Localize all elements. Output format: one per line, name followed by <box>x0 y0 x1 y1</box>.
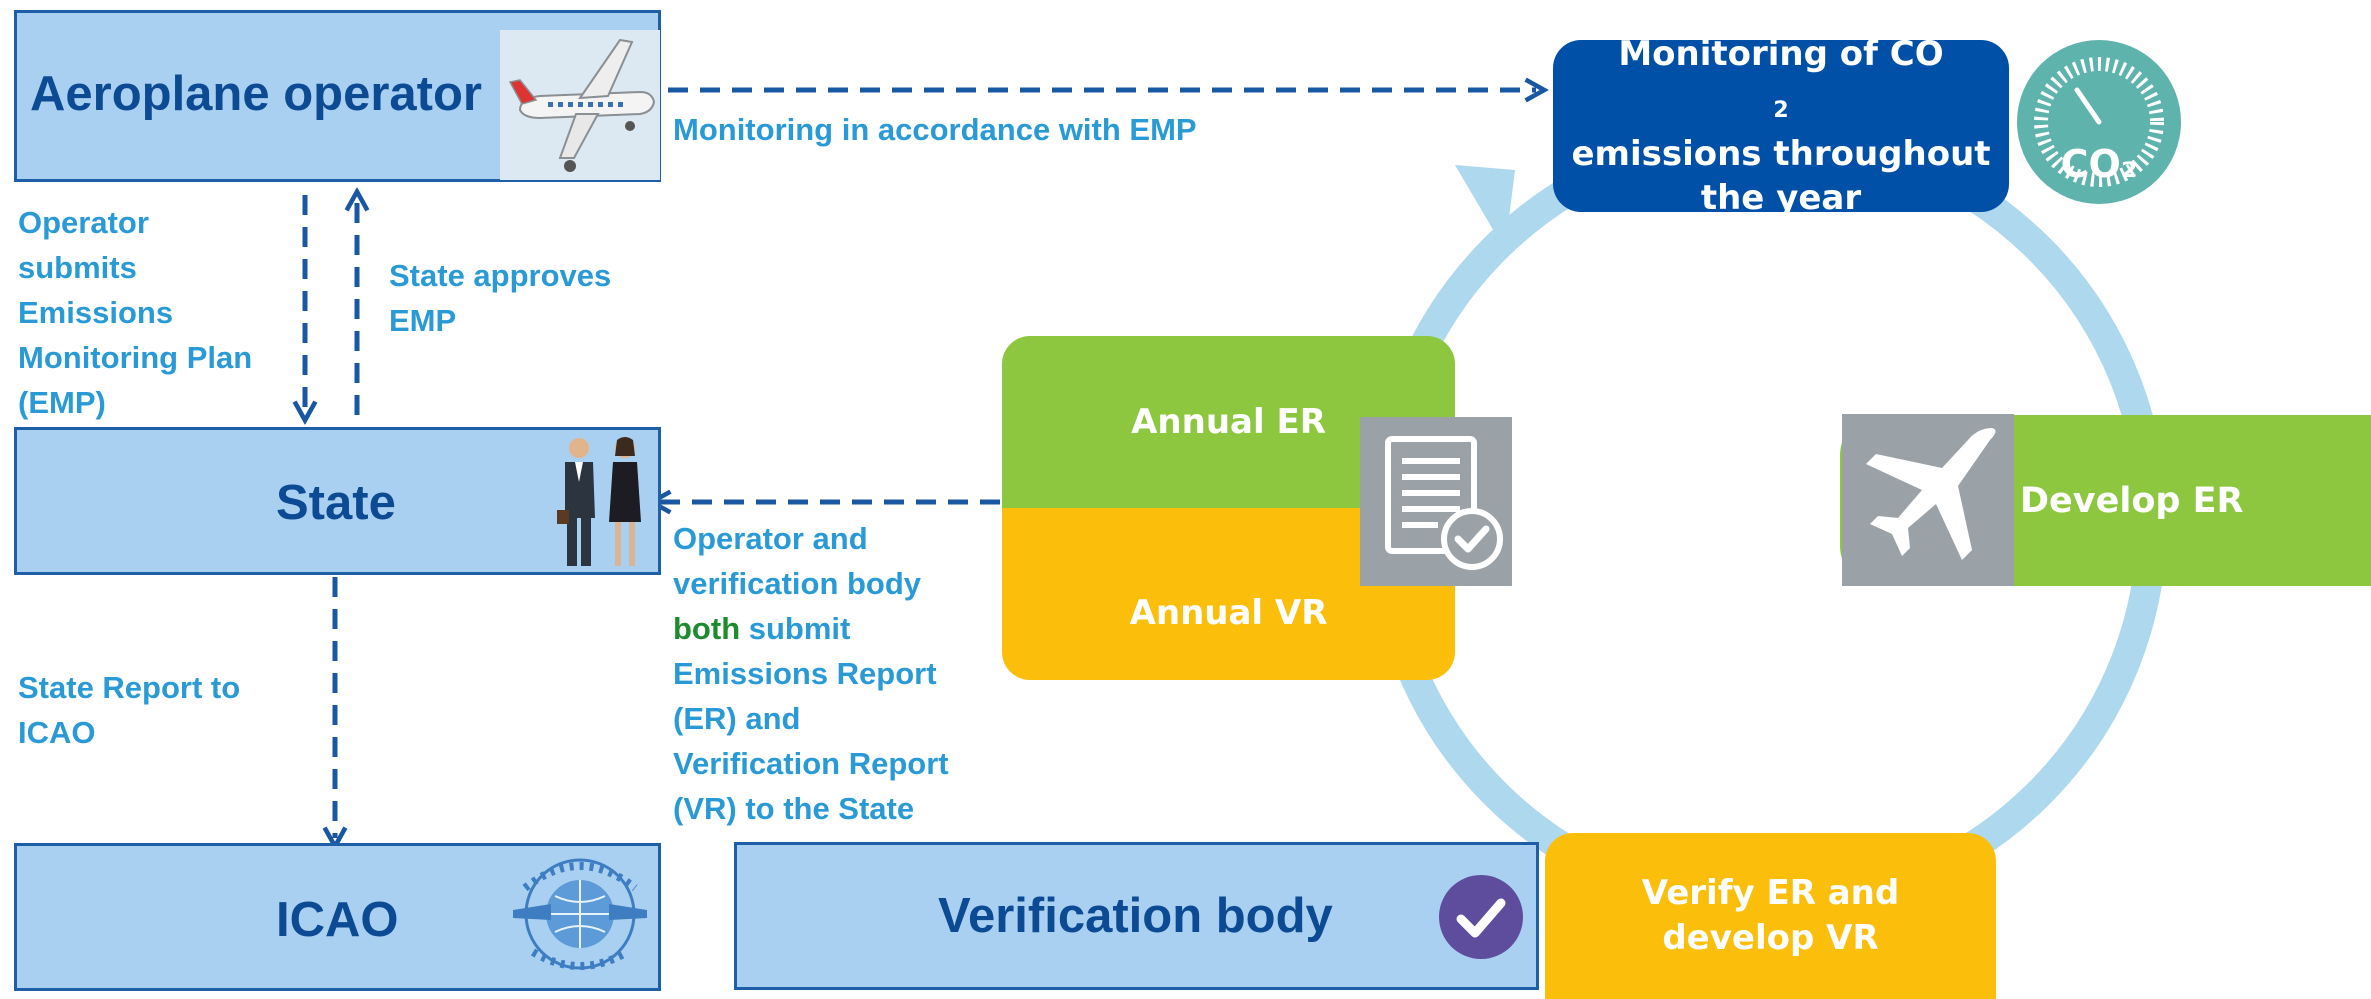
note-line: verification body <box>673 566 922 601</box>
note-line: Operator <box>18 205 149 240</box>
note-monitoring-emp: Monitoring in accordance with EMP <box>673 112 1197 147</box>
note-line: (VR) to the State <box>673 791 915 826</box>
note-state-approves: State approves EMP <box>389 253 611 343</box>
check-circle-icon <box>1437 873 1525 961</box>
monitoring-line2: emissions throughout <box>1571 134 1991 175</box>
note-line: EMP <box>389 303 457 338</box>
aeroplane-operator-title: Aeroplane operator <box>30 67 482 121</box>
co2-gauge-icon: CO₂ <box>2015 38 2183 206</box>
note-line: State Report to <box>18 670 241 705</box>
note-line: Verification Report <box>673 746 949 781</box>
note-operator-submits: Operator submits Emissions Monitoring Pl… <box>18 200 252 425</box>
verify-line2: develop VR <box>1662 918 1879 958</box>
airplane-icon <box>500 30 660 180</box>
note-state-report: State Report to ICAO <box>18 665 240 755</box>
icao-title: ICAO <box>276 893 399 947</box>
monitoring-line3: the year <box>1700 178 1862 219</box>
monitoring-line1-text: Monitoring of CO <box>1618 33 1944 74</box>
report-document-icon <box>1360 417 1512 586</box>
note-line-rest: submit <box>740 611 851 646</box>
verification-body-title: Verification body <box>938 889 1333 943</box>
develop-er-label: Develop ER <box>2020 480 2244 521</box>
monitoring-box: Monitoring of CO 2 emissions throughout t… <box>1553 34 2009 218</box>
note-line: Emissions <box>18 295 174 330</box>
note-line: (EMP) <box>18 385 106 420</box>
note-line: (ER) and <box>673 701 801 736</box>
annual-vr-label: Annual VR <box>1129 592 1328 633</box>
co2-gauge-label: CO₂ <box>2060 142 2138 186</box>
annual-er-label: Annual ER <box>1131 402 1326 442</box>
note-line: Operator and <box>673 521 868 556</box>
both-highlight: both <box>673 611 741 646</box>
state-box <box>14 427 661 575</box>
note-line: Monitoring Plan <box>18 340 253 375</box>
verification-body-box <box>734 842 1539 990</box>
co2-subscript: 2 <box>1773 97 1789 123</box>
state-title: State <box>276 476 396 530</box>
monitoring-line1: Monitoring of CO 2 <box>1571 32 1990 133</box>
note-line: State approves <box>389 258 612 293</box>
business-people-icon <box>545 432 657 572</box>
cycle-arrowhead <box>1455 165 1515 250</box>
icao-emblem-icon <box>505 848 655 988</box>
note-line: Emissions Report <box>673 656 937 691</box>
note-line: ICAO <box>18 715 96 750</box>
verify-line1: Verify ER and <box>1641 873 1900 913</box>
verify-box: Verify ER and develop VR <box>1545 833 1996 999</box>
note-line: submits <box>18 250 137 285</box>
note-line-both: both submit <box>673 606 949 651</box>
airplane-silhouette-icon <box>1842 414 2014 586</box>
note-submit-reports: Operator and verification body both subm… <box>673 516 949 831</box>
